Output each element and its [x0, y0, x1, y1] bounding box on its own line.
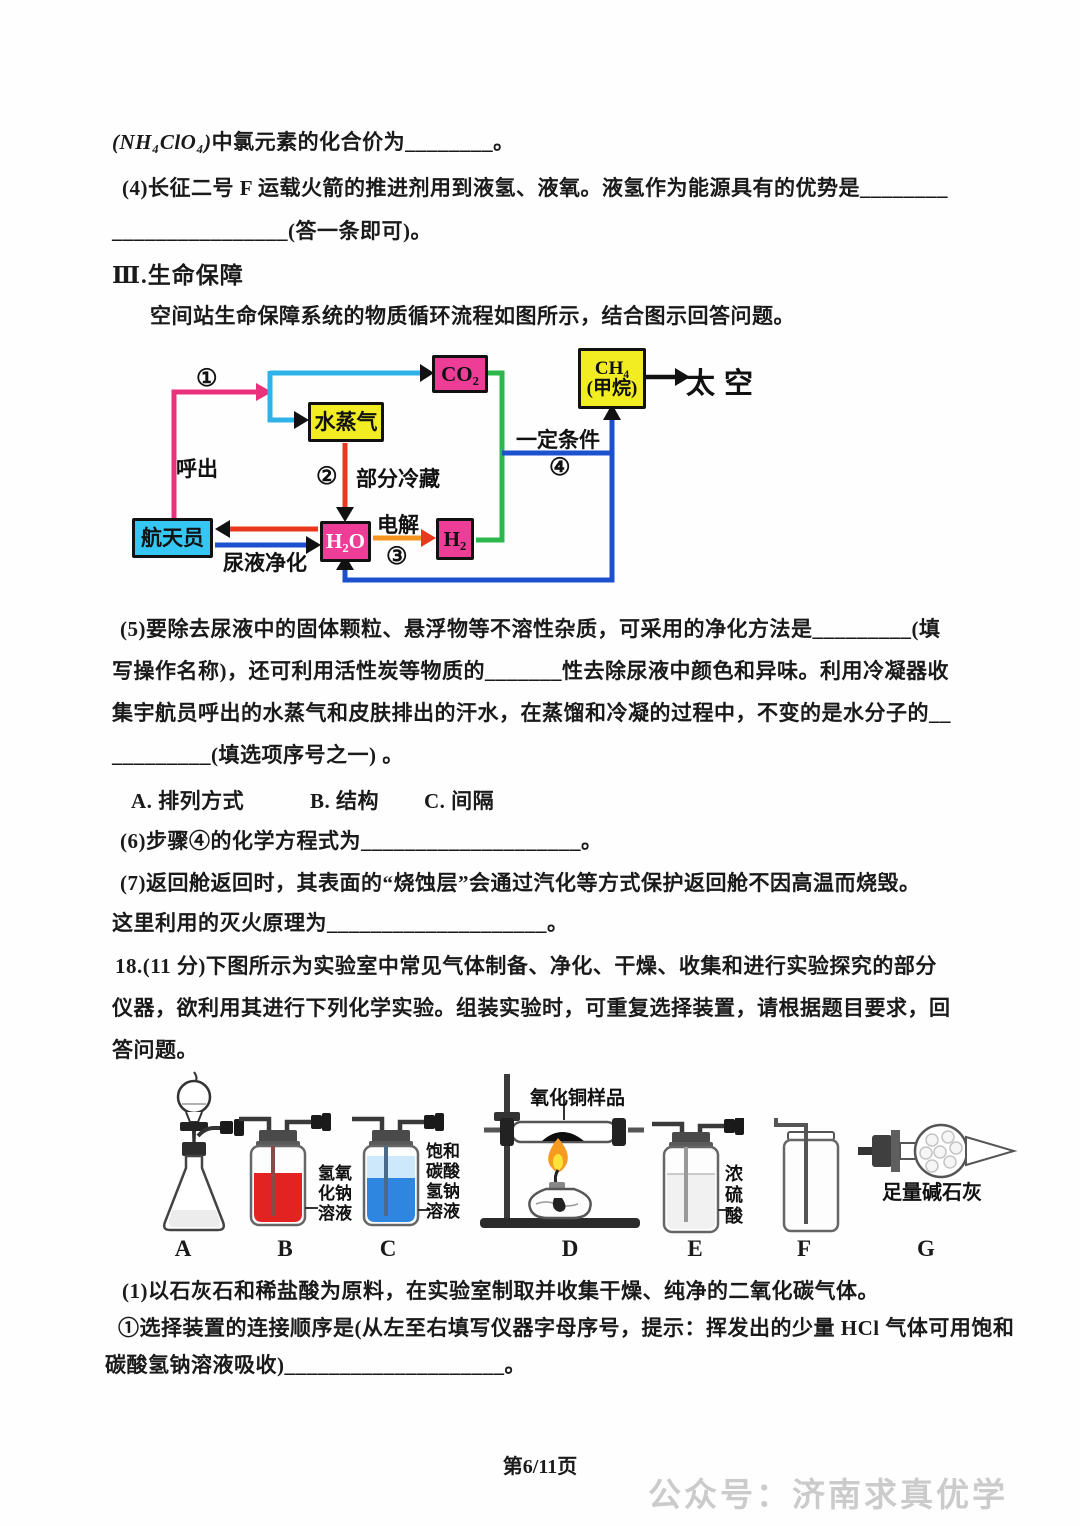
electrolysis-label: 电解 [377, 513, 419, 537]
partial-cooling-label: 部分冷藏 [356, 467, 440, 491]
space-label: 太空 [686, 368, 763, 400]
step1-label: ① [196, 366, 218, 392]
h2so4-label: 浓 硫 酸 [725, 1164, 743, 1227]
apparatus-letter-a: A [174, 1236, 192, 1261]
question7-line2: 这里利用的灭火原理为____________________。 [112, 911, 569, 935]
nahco3-label: 饱和 碳酸 氢钠 溶液 [426, 1142, 460, 1222]
step4-label: ④ [549, 455, 571, 481]
soda-lime-label: 足量碱石灰 [882, 1182, 982, 1204]
cuo-sample-label: 氧化铜样品 [530, 1088, 626, 1109]
apparatus-b-washing-bottle-naoh [239, 1113, 331, 1227]
node-h2o: H₂O [320, 521, 371, 562]
question18-line3: 答问题。 [112, 1038, 198, 1062]
option-b: B. 结构 [310, 789, 380, 813]
lab-apparatus-figure: 氢氧 化钠 溶液 饱和 碳酸 氢钠 溶液 [130, 1068, 1030, 1278]
step2-label: ② [316, 464, 338, 490]
question5-line3: 集宇航员呼出的水蒸气和皮肤排出的汗水，在蒸馏和冷凝的过程中，不变的是水分子的__ [112, 701, 951, 725]
question18-sub1a-line2: 碳酸氢钠溶液吸收)____________________。 [105, 1353, 526, 1377]
apparatus-letter-f: F [796, 1236, 812, 1261]
question5-line2: 写操作名称)，还可利用活性炭等物质的_______性去除尿液中颜色和异味。利用冷… [112, 659, 949, 683]
apparatus-c-washing-bottle-nahco3 [352, 1113, 444, 1227]
apparatus-g-drying-tube-soda-lime [858, 1123, 1018, 1179]
chemical-formula: (NH₄ClO₄) [112, 130, 212, 154]
apparatus-letter-b: B [277, 1236, 293, 1261]
question18-sub1: (1)以石灰石和稀盐酸为原料，在实验室制取并收集干燥、纯净的二氧化碳气体。 [122, 1279, 879, 1303]
section3-intro: 空间站生命保障系统的物质循环流程如图所示，结合图示回答问题。 [150, 304, 795, 328]
apparatus-a-flask-with-dropping-funnel [162, 1071, 244, 1232]
question18-line2: 仪器，欲利用其进行下列化学实验。组装实验时，可重复选择装置，请根据题目要求，回 [112, 996, 951, 1020]
apparatus-f-gas-collecting-bottle [774, 1118, 840, 1233]
watermark: 公众号：济南求真优学 [648, 1478, 1008, 1514]
section3-heading: Ⅲ.生命保障 [112, 263, 244, 288]
apparatus-letter-g: G [917, 1236, 935, 1261]
question3-tail: (NH₄ClO₄)中氯元素的化合价为________。 [112, 130, 515, 154]
question5-line1: (5)要除去尿液中的固体颗粒、悬浮物等不溶性杂质，可采用的净化方法是______… [120, 617, 941, 641]
option-a: A. 排列方式 [131, 789, 245, 813]
page-number: 第6/11页 [502, 1456, 578, 1478]
apparatus-letter-e: E [687, 1236, 703, 1261]
apparatus-e-washing-bottle-h2so4 [652, 1118, 744, 1234]
urine-purification-label: 尿液净化 [223, 551, 307, 575]
apparatus-letter-c: C [379, 1236, 397, 1261]
exhale-label: 呼出 [176, 457, 218, 481]
node-h2: H₂ [436, 518, 474, 560]
question6: (6)步骤④的化学方程式为____________________。 [120, 829, 603, 853]
node-co2: CO₂ [432, 355, 488, 393]
question18-sub1a-line1: ①选择装置的连接顺序是(从左至右填写仪器字母序号，提示：挥发出的少量 HCl 气… [118, 1316, 1015, 1340]
question18-line1: 18.(11 分)下图所示为实验室中常见气体制备、净化、干燥、收集和进行实验探究… [115, 954, 937, 978]
option-c: C. 间隔 [424, 789, 495, 813]
certain-conditions-label: 一定条件 [516, 428, 600, 452]
node-water-vapor: 水蒸气 [308, 402, 384, 442]
apparatus-d-cuo-tube-alcohol-lamp [480, 1074, 644, 1228]
question7-line1: (7)返回舱返回时，其表面的“烧蚀层”会通过汽化等方式保护返回舱不因高温而烧毁。 [120, 871, 921, 895]
flow-arrows [171, 364, 690, 583]
question5-line4: _________(填选项序号之一) 。 [112, 743, 404, 767]
question4-line2: ________________(答一条即可)。 [112, 219, 432, 243]
question4-line1: (4)长征二号 F 运载火箭的推进剂用到液氢、液氧。液氢作为能源具有的优势是__… [122, 176, 949, 200]
node-astronaut: 航天员 [132, 518, 213, 558]
node-ch4: CH₄ (甲烷) [578, 348, 646, 409]
life-support-flow-diagram: 航天员 水蒸气 CO₂ CH₄ (甲烷) H₂O H₂ ① 呼出 ② 部分冷藏 … [130, 340, 780, 605]
naoh-label: 氢氧 化钠 溶液 [318, 1164, 352, 1224]
apparatus-letter-d: D [561, 1236, 579, 1261]
step3-label: ③ [386, 544, 408, 570]
